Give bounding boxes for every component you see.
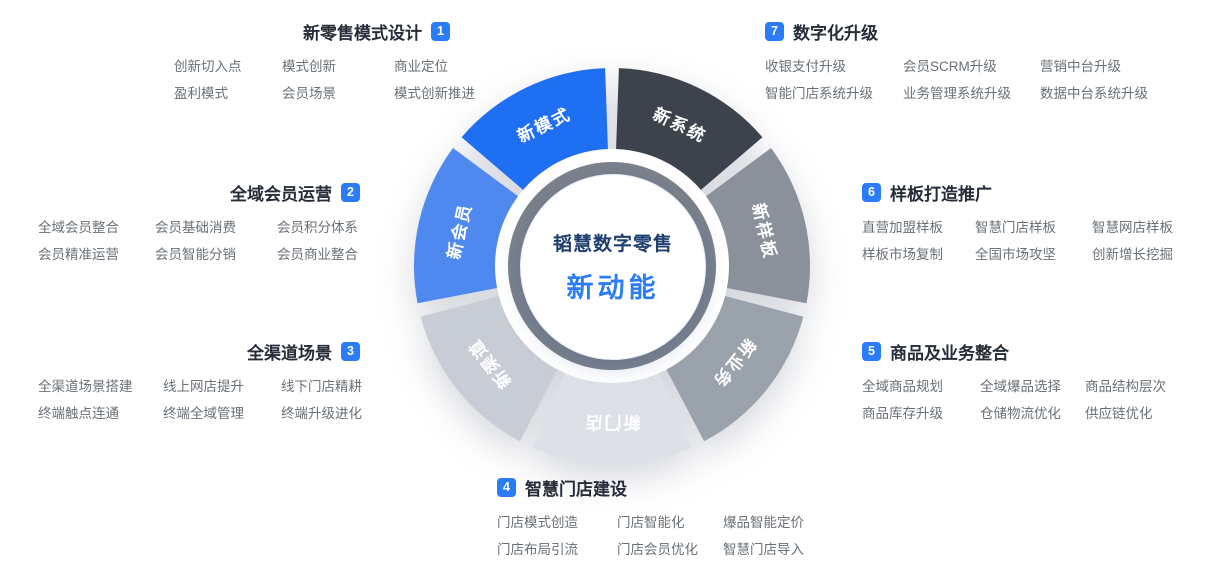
- section-new-retail-model-design: 新零售模式设计 1 创新切入点 模式创新 商业定位 盈利模式 会员场景 模式创新…: [158, 19, 475, 103]
- section-title-row: 7 数字化升级: [758, 19, 1208, 44]
- section-digital-upgrade: 7 数字化升级 收银支付升级 会员SCRM升级 营销中台升级 智能门店系统升级 …: [758, 19, 1208, 103]
- section-items: 全域商品规划 全域爆品选择 商品结构层次 商品库存升级 仓储物流优化 供应链优化: [855, 377, 1200, 423]
- section-item: 会员积分体系: [277, 220, 358, 235]
- section-title-row: 5 商品及业务整合: [855, 339, 1200, 364]
- section-item: 全域爆品选择: [980, 379, 1061, 394]
- section-item: 模式创新: [282, 59, 336, 74]
- section-item: 直营加盟样板: [862, 220, 943, 235]
- section-title: 全渠道场景: [247, 344, 332, 363]
- section-item: 智慧门店样板: [975, 220, 1056, 235]
- section-item: 供应链优化: [1085, 406, 1153, 421]
- section-item: 样板市场复制: [862, 247, 943, 262]
- section-title: 新零售模式设计: [303, 24, 422, 43]
- section-member-operation: 全域会员运营 2 全域会员整合 会员基础消费 会员积分体系 会员精准运营 会员智…: [30, 180, 360, 264]
- section-number-badge: 2: [341, 183, 360, 202]
- section-item: 门店模式创造: [497, 515, 578, 530]
- section-item: 营销中台升级: [1040, 59, 1121, 74]
- center-brand-label: 韬慧数字零售: [552, 234, 673, 255]
- section-product-business-integration: 5 商品及业务整合 全域商品规划 全域爆品选择 商品结构层次 商品库存升级 仓储…: [855, 339, 1200, 423]
- section-item: 全国市场攻坚: [975, 247, 1056, 262]
- section-title: 数字化升级: [793, 24, 878, 43]
- section-item: 会员商业整合: [277, 247, 358, 262]
- section-item: 智能门店系统升级: [765, 86, 873, 101]
- section-item: 智慧网店样板: [1092, 220, 1173, 235]
- section-items: 全渠道场景搭建 线上网店提升 线下门店精耕 终端触点连通 终端全域管理 终端升级…: [30, 377, 362, 423]
- section-item: 门店智能化: [617, 515, 685, 530]
- section-items: 全域会员整合 会员基础消费 会员积分体系 会员精准运营 会员智能分销 会员商业整…: [30, 218, 360, 264]
- section-item: 模式创新推进: [394, 86, 475, 101]
- section-title-row: 新零售模式设计 1: [158, 19, 450, 44]
- section-title-row: 4 智慧门店建设: [490, 475, 820, 500]
- section-item: 盈利模式: [174, 86, 228, 101]
- section-item: 全域商品规划: [862, 379, 943, 394]
- section-number-badge: 7: [765, 22, 784, 41]
- section-item: 会员智能分销: [155, 247, 236, 262]
- section-item: 终端升级进化: [281, 406, 362, 421]
- section-item: 门店会员优化: [617, 542, 698, 557]
- section-number-badge: 3: [341, 342, 360, 361]
- section-item: 智慧门店导入: [723, 542, 804, 557]
- section-item: 会员场景: [282, 86, 336, 101]
- section-items: 收银支付升级 会员SCRM升级 营销中台升级 智能门店系统升级 业务管理系统升级…: [758, 57, 1208, 103]
- section-item: 收银支付升级: [765, 59, 846, 74]
- section-title: 样板打造推广: [890, 185, 992, 204]
- section-number-badge: 5: [862, 342, 881, 361]
- wheel-center-circle: 韬慧数字零售 新动能: [520, 174, 706, 360]
- wheel-segment-label-5: 新门店: [584, 413, 641, 433]
- section-title: 全域会员运营: [230, 185, 332, 204]
- section-item: 仓储物流优化: [980, 406, 1061, 421]
- section-items: 创新切入点 模式创新 商业定位 盈利模式 会员场景 模式创新推进: [158, 57, 475, 103]
- section-number-badge: 1: [431, 22, 450, 41]
- section-item: 会员SCRM升级: [903, 59, 997, 74]
- section-title-row: 全渠道场景 3: [30, 339, 360, 364]
- section-item: 数据中台系统升级: [1040, 86, 1148, 101]
- section-item: 创新增长挖掘: [1092, 247, 1173, 262]
- section-number-badge: 4: [497, 478, 516, 497]
- section-item: 线下门店精耕: [281, 379, 362, 394]
- section-title-row: 全域会员运营 2: [30, 180, 360, 205]
- section-item: 商品库存升级: [862, 406, 943, 421]
- section-item: 创新切入点: [174, 59, 242, 74]
- section-item: 爆品智能定价: [723, 515, 804, 530]
- section-item: 商品结构层次: [1085, 379, 1166, 394]
- section-item: 门店布局引流: [497, 542, 578, 557]
- section-items: 门店模式创造 门店智能化 爆品智能定价 门店布局引流 门店会员优化 智慧门店导入: [490, 513, 820, 559]
- section-items: 直营加盟样板 智慧门店样板 智慧网店样板 样板市场复制 全国市场攻坚 创新增长挖…: [855, 218, 1200, 264]
- section-item: 终端触点连通: [38, 406, 119, 421]
- center-theme-label: 新动能: [566, 273, 660, 303]
- section-item: 线上网店提升: [163, 379, 244, 394]
- section-item: 业务管理系统升级: [903, 86, 1011, 101]
- section-item: 全域会员整合: [38, 220, 119, 235]
- section-omnichannel-scene: 全渠道场景 3 全渠道场景搭建 线上网店提升 线下门店精耕 终端触点连通 终端全…: [30, 339, 362, 423]
- section-item: 商业定位: [394, 59, 448, 74]
- section-smart-store: 4 智慧门店建设 门店模式创造 门店智能化 爆品智能定价 门店布局引流 门店会员…: [490, 475, 820, 559]
- section-item: 终端全域管理: [163, 406, 244, 421]
- section-item: 全渠道场景搭建: [38, 379, 133, 394]
- section-number-badge: 6: [862, 183, 881, 202]
- section-title: 商品及业务整合: [890, 344, 1009, 363]
- section-template-promotion: 6 样板打造推广 直营加盟样板 智慧门店样板 智慧网店样板 样板市场复制 全国市…: [855, 180, 1200, 264]
- section-title-row: 6 样板打造推广: [855, 180, 1200, 205]
- section-title: 智慧门店建设: [525, 480, 627, 499]
- section-item: 会员精准运营: [38, 247, 119, 262]
- section-item: 会员基础消费: [155, 220, 236, 235]
